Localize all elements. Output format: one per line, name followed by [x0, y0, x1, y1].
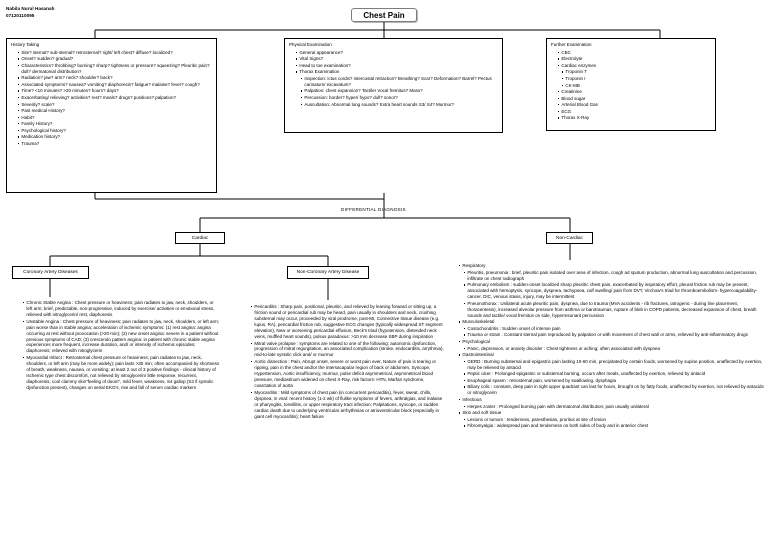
physical-examination-title: Physical Examination — [289, 42, 332, 47]
coronary-artery-disease-list: Chronic Stable Angina : Chest pressure o… — [16, 300, 220, 392]
physical-examination-list: General appearance? Vital Signs? Head to… — [289, 50, 498, 76]
list-item: Onset? sudden? gradual? — [18, 56, 212, 62]
list-item: Radiation? jaw? arm? neck? shoulder? bac… — [18, 75, 212, 81]
list-item: Severity? scale? — [18, 102, 212, 108]
list-item: Myocarditis : Mild symptoms of chest pai… — [251, 390, 446, 420]
list-item: Esophageal spasm : retrosternal pain, wo… — [464, 378, 764, 384]
list-item: Pericarditis : Sharp pain, positional, p… — [251, 304, 446, 340]
physical-examination-box: Physical Examination General appearance?… — [284, 38, 503, 133]
list-item: Associated symptoms? nausea? vomiting? d… — [18, 82, 212, 88]
list-item: CK-MB — [562, 83, 711, 89]
list-item: Creatinine — [558, 89, 711, 95]
list-item: Auscultation: Abnormal lung sounds? Extr… — [301, 102, 498, 108]
node-coronary-artery-diseases: Coronary Artery Diseases — [12, 266, 89, 279]
list-item: Myocardial Infarct : Retrosternal chest … — [23, 355, 220, 391]
list-item: Thorax Examination — [296, 69, 498, 75]
list-item: Arterial Blood Gas — [558, 102, 711, 108]
further-examination-list-cont: Creatinine Blood sugar Arterial Blood Ga… — [551, 89, 711, 121]
list-item: Pleuritis, pneumonia : brief, pleuritic … — [464, 270, 764, 282]
history-taking-title: History Taking — [11, 42, 40, 47]
non-cardiac-list: Respiratory Pleuritis, pneumonia : brief… — [452, 263, 764, 430]
list-item: Inspection: ictus cordis? intercostal re… — [301, 76, 498, 88]
list-item: Percussion: border? hyper/ hypo? dull? s… — [301, 95, 498, 101]
list-item: Trauma or strain : Constant sternal pain… — [464, 332, 764, 338]
thorax-examination-list: Inspection: ictus cordis? intercostal re… — [289, 76, 498, 107]
list-item: Troponin I — [562, 76, 711, 82]
musculoskeletal-items: Costochondritis : Sudden onset of intens… — [452, 326, 764, 339]
list-item: ECG — [558, 109, 711, 115]
group-psychological: Psychological — [459, 339, 764, 345]
list-item: Herpes zoster : Prolonged burning pain w… — [464, 404, 764, 410]
list-item: Medication history? — [18, 134, 212, 140]
list-item: Mitral valve prolapse : symptoms are rel… — [251, 341, 446, 359]
list-item: Vital Signs? — [296, 56, 498, 62]
list-item: CBC — [558, 50, 711, 56]
list-item: Thorax X-Ray — [558, 115, 711, 121]
list-item: Panic, depression, or anxiety disorder :… — [464, 346, 764, 352]
list-item: General appearance? — [296, 50, 498, 56]
further-examination-box: Further Examination CBC Electrolyte Card… — [546, 38, 716, 131]
list-item: Exacerbating/ relieving? activities? res… — [18, 95, 212, 101]
author-name: Nabila Nurul Hasanah — [6, 6, 55, 11]
history-taking-list: Site? sternal? sub-sternal? retrosternal… — [11, 50, 212, 147]
page-title: Chest Pain — [351, 8, 417, 22]
list-item: Time? <10 minutes? >20 minutes? hours? d… — [18, 88, 212, 94]
non-coronary-artery-disease-list: Pericarditis : Sharp pain, positional, p… — [246, 304, 446, 420]
group-skin-soft-tissue: Skin and soft tissue — [459, 410, 764, 416]
list-item: Blood sugar — [558, 96, 711, 102]
list-item: Habit? — [18, 115, 212, 121]
list-item: Troponin T — [562, 69, 711, 75]
node-non-cardiac: Non-Cardiac — [546, 232, 593, 244]
group-respiratory: Respiratory — [459, 263, 764, 269]
list-item: Family History? — [18, 121, 212, 127]
further-examination-title: Further Examination — [551, 42, 592, 47]
node-cardiac: Cardiac — [175, 232, 225, 244]
gastrointestinal-items: GERD : Burning substernal and epigastric… — [452, 359, 764, 397]
list-item: Head to toe examination? — [296, 63, 498, 69]
list-item: Trauma? — [18, 141, 212, 147]
list-item: Pneumothorax : Unilateral acute pleuriti… — [464, 301, 764, 319]
list-item: Costochondritis : Sudden onset of intens… — [464, 326, 764, 332]
list-item: Psychological history? — [18, 128, 212, 134]
list-item: Peptic ulcer : Prolonged epigastric or s… — [464, 371, 764, 377]
group-musculoskeletal: Musculoskeletal — [459, 319, 764, 325]
skin-soft-tissue-items: Lesions or tumors : tenderness, paresthe… — [452, 417, 764, 430]
author-block: Nabila Nurul Hasanah 07120110095 — [6, 6, 54, 19]
list-item: Past medical History? — [18, 108, 212, 114]
list-item: GERD : Burning substernal and epigastric… — [464, 359, 764, 371]
psychological-items: Panic, depression, or anxiety disorder :… — [452, 346, 764, 352]
cardiac-enzymes-list: Troponin T Troponin I CK-MB — [551, 69, 711, 88]
list-item: Fibromyalgia : widespread pain and tende… — [464, 423, 764, 429]
infectious-items: Herpes zoster : Prolonged burning pain w… — [452, 404, 764, 410]
history-taking-box: History Taking Site? sternal? sub-sterna… — [6, 38, 217, 193]
list-item: Characteristics? throbbing? burning? sha… — [18, 63, 212, 75]
respiratory-items: Pleuritis, pneumonia : brief, pleuritic … — [452, 270, 764, 319]
list-item: Unstable Angina : Chest pressure of heav… — [23, 319, 220, 355]
list-item: Biliary colic : constant, deep pain in r… — [464, 384, 764, 396]
group-infectious: Infectious — [459, 397, 764, 403]
list-item: Aortic dissection : Pain, Abrupt onset, … — [251, 359, 446, 389]
group-gastrointestinal: Gastrointestinal — [459, 352, 764, 358]
further-examination-list: CBC Electrolyte Cardiac enzymes — [551, 50, 711, 69]
list-item: Pulmonary embolism : sudden-onset locali… — [464, 282, 764, 300]
list-item: Lesions or tumors : tenderness, paresthe… — [464, 417, 764, 423]
author-student-id: 07120110095 — [6, 12, 35, 18]
list-item: Chronic Stable Angina : Chest pressure o… — [23, 300, 220, 318]
node-non-coronary-artery-disease: Non-Coronary Artery Disease — [287, 266, 369, 279]
list-item: Palpation: chest expansion? Tactiler Voc… — [301, 88, 498, 94]
list-item: Electrolyte — [558, 56, 711, 62]
differential-diagnosis-label: DIFFERENTIAL DIAGNOSIS — [341, 207, 406, 212]
list-item: Cardiac enzymes — [558, 63, 711, 69]
list-item: Site? sternal? sub-sternal? retrosternal… — [18, 50, 212, 56]
